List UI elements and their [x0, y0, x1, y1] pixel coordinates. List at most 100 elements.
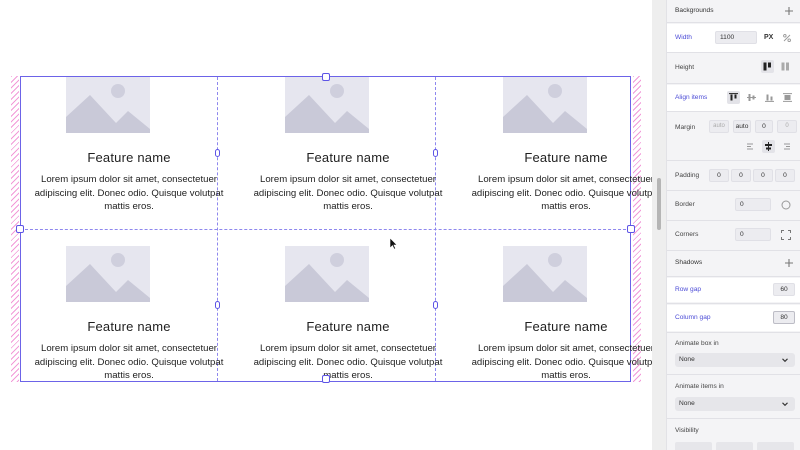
border-width-input[interactable]: 0 — [735, 198, 771, 211]
animate-box-in-label: Animate box in — [675, 340, 719, 347]
corner-radius-input[interactable]: 0 — [735, 228, 771, 241]
row-gap-input[interactable]: 60 — [773, 283, 795, 296]
row-gap-guide — [20, 229, 631, 230]
image-placeholder — [503, 77, 587, 133]
corners-icon[interactable] — [781, 230, 791, 240]
feature-title: Feature name — [524, 319, 608, 334]
padding-bottom-input[interactable]: 0 — [753, 169, 773, 182]
features-grid[interactable]: Feature name Lorem ipsum dolor sit amet,… — [16, 73, 652, 383]
column-gap-handle[interactable] — [215, 149, 220, 157]
divider — [667, 374, 800, 375]
animate-box-in-select[interactable]: None — [675, 353, 795, 367]
feature-description: Lorem ipsum dolor sit amet, consectetuer… — [471, 343, 652, 381]
column-gap-handle[interactable] — [433, 301, 438, 309]
divider — [667, 83, 800, 84]
margin-label: Margin — [675, 124, 696, 131]
row-gap-label: Row gap — [675, 286, 702, 293]
scrollbar-thumb[interactable] — [657, 178, 661, 230]
width-input[interactable]: 1100 — [715, 31, 757, 44]
right-margin-indicator — [633, 76, 641, 382]
visibility-mobile-button[interactable] — [757, 442, 794, 450]
editor-canvas[interactable]: Feature name Lorem ipsum dolor sit amet,… — [0, 0, 652, 450]
width-row: Width 1100 PX — [667, 24, 800, 52]
align-center-icon[interactable] — [745, 91, 758, 104]
visibility-desktop-button[interactable] — [675, 442, 712, 450]
visibility-tablet-button[interactable] — [716, 442, 753, 450]
divider — [667, 276, 800, 277]
chevron-down-icon — [782, 358, 788, 363]
column-gap-input[interactable]: 80 — [773, 311, 795, 324]
feature-description: Lorem ipsum dolor sit amet, consectetuer… — [34, 174, 224, 212]
animate-box-row: Animate box in None — [667, 334, 800, 374]
margin-left-input[interactable]: auto — [709, 120, 729, 133]
border-row: Border 0 — [667, 192, 800, 220]
divider — [667, 332, 800, 333]
animate-items-row: Animate items in None — [667, 376, 800, 418]
feature-description: Lorem ipsum dolor sit amet, consectetuer… — [471, 174, 652, 212]
resize-handle-right[interactable] — [627, 225, 635, 233]
resize-handle-left[interactable] — [16, 225, 24, 233]
column-gap-row: Column gap 80 — [667, 305, 800, 331]
padding-left-input[interactable]: 0 — [775, 169, 795, 182]
feature-card[interactable]: Feature name Lorem ipsum dolor sit amet,… — [239, 77, 457, 227]
divider — [667, 190, 800, 191]
animate-box-in-value: None — [679, 356, 695, 363]
feature-card[interactable]: Feature name Lorem ipsum dolor sit amet,… — [239, 246, 457, 396]
feature-title: Feature name — [87, 150, 171, 165]
align-top-icon[interactable] — [727, 91, 740, 104]
feature-description: Lorem ipsum dolor sit amet, consectetuer… — [34, 343, 224, 381]
align-right-icon[interactable] — [779, 140, 792, 153]
border-circle-icon[interactable] — [781, 200, 791, 210]
margin-row: Margin auto auto 0 0 — [667, 113, 800, 159]
image-placeholder — [66, 246, 150, 302]
resize-handle-top[interactable] — [322, 73, 330, 81]
unit-px-toggle[interactable]: PX — [764, 34, 774, 41]
feature-card[interactable]: Feature name Lorem ipsum dolor sit amet,… — [457, 77, 652, 227]
divider — [667, 220, 800, 221]
fill-height-icon[interactable] — [779, 60, 792, 73]
align-bottom-icon[interactable] — [763, 91, 776, 104]
image-placeholder — [285, 77, 369, 133]
column-gap-label: Column gap — [675, 314, 711, 321]
animate-items-in-select[interactable]: None — [675, 397, 795, 411]
stretch-icon[interactable] — [781, 91, 794, 104]
height-row: Height — [667, 54, 800, 82]
plus-icon[interactable] — [785, 7, 793, 15]
style-panel: Backgrounds Width 1100 PX Height Align i… — [666, 0, 800, 450]
visibility-label: Visibility — [675, 427, 699, 434]
backgrounds-row: Backgrounds — [667, 0, 800, 22]
divider — [667, 250, 800, 251]
margin-top-input[interactable]: auto — [733, 120, 751, 133]
margin-bottom-input[interactable]: 0 — [755, 120, 773, 133]
feature-card[interactable]: Feature name Lorem ipsum dolor sit amet,… — [457, 246, 652, 396]
align-items-label: Align items — [675, 94, 708, 101]
feature-card[interactable]: Feature name Lorem ipsum dolor sit amet,… — [20, 77, 238, 227]
resize-handle-bottom[interactable] — [322, 375, 330, 383]
border-label: Border — [675, 201, 695, 208]
percent-icon[interactable] — [783, 34, 791, 42]
animate-items-in-label: Animate items in — [675, 383, 724, 390]
width-label: Width — [675, 34, 692, 41]
fit-content-icon[interactable] — [761, 60, 774, 73]
feature-description: Lorem ipsum dolor sit amet, consectetuer… — [253, 343, 443, 381]
image-placeholder — [285, 246, 369, 302]
padding-right-input[interactable]: 0 — [731, 169, 751, 182]
column-gap-handle[interactable] — [215, 301, 220, 309]
feature-card[interactable]: Feature name Lorem ipsum dolor sit amet,… — [20, 246, 238, 396]
margin-right-input[interactable]: 0 — [777, 120, 797, 133]
feature-description: Lorem ipsum dolor sit amet, consectetuer… — [253, 174, 443, 212]
backgrounds-label: Backgrounds — [675, 7, 714, 14]
height-label: Height — [675, 64, 695, 71]
column-gap-handle[interactable] — [433, 149, 438, 157]
align-left-icon[interactable] — [745, 140, 758, 153]
divider — [667, 22, 800, 23]
shadows-label: Shadows — [675, 259, 703, 266]
row-gap-row: Row gap 60 — [667, 278, 800, 302]
align-center-icon[interactable] — [762, 140, 775, 153]
plus-icon[interactable] — [785, 259, 793, 267]
corners-row: Corners 0 — [667, 222, 800, 250]
padding-top-input[interactable]: 0 — [709, 169, 729, 182]
divider — [667, 418, 800, 419]
image-placeholder — [503, 246, 587, 302]
canvas-scrollbar[interactable] — [652, 0, 666, 450]
